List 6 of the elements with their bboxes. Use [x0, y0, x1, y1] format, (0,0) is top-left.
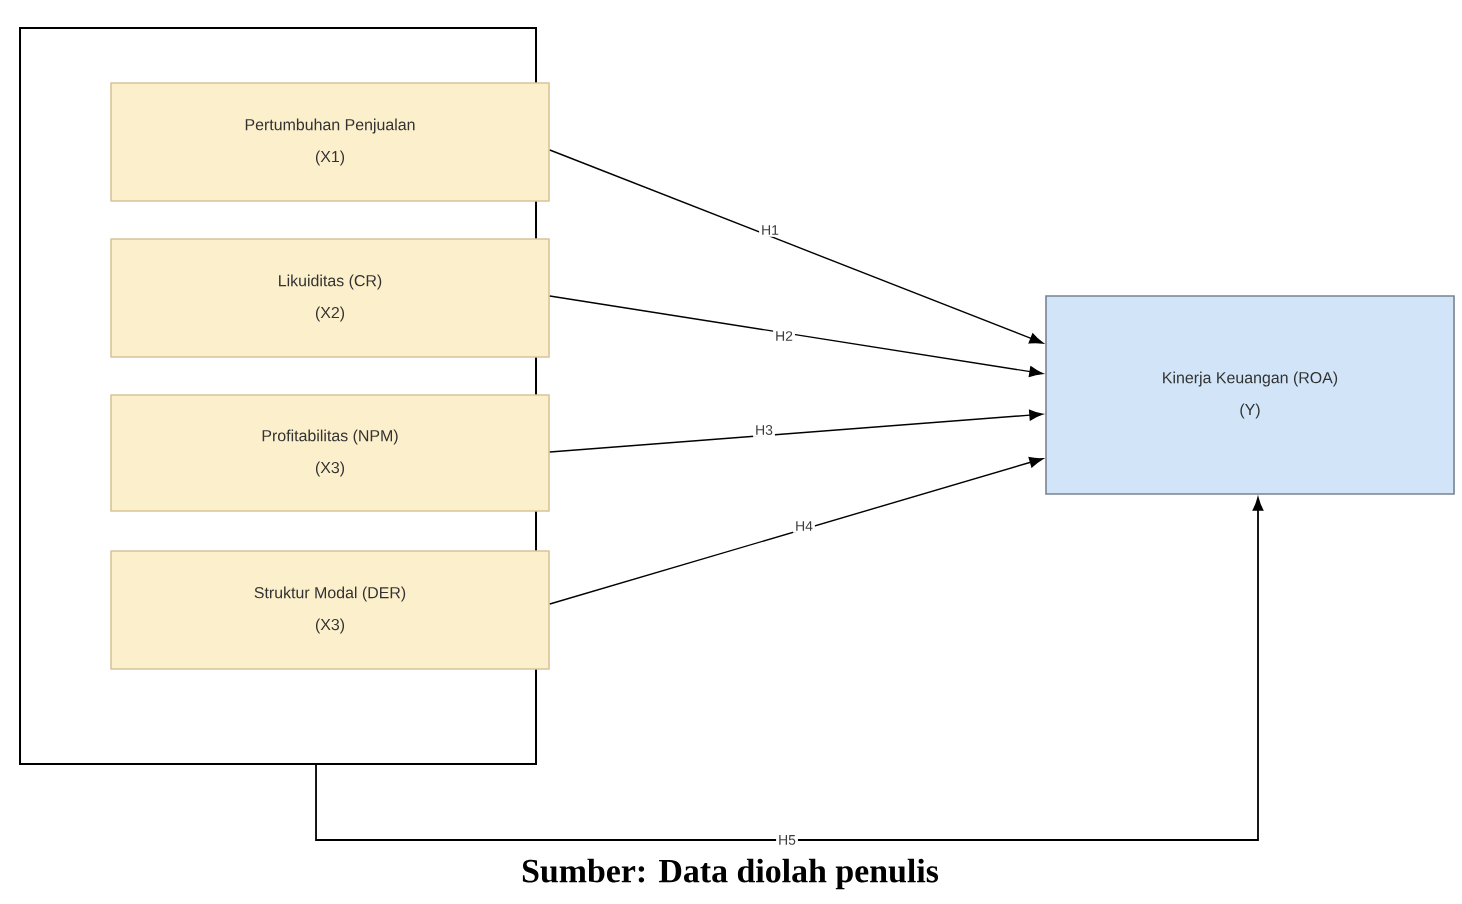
arrow [549, 295, 1044, 377]
caption: Sumber: Data diolah penulis [522, 858, 939, 890]
arrow [549, 409, 1044, 453]
arrow [315, 497, 1264, 841]
arrow [549, 149, 1044, 344]
arrow [549, 457, 1044, 605]
